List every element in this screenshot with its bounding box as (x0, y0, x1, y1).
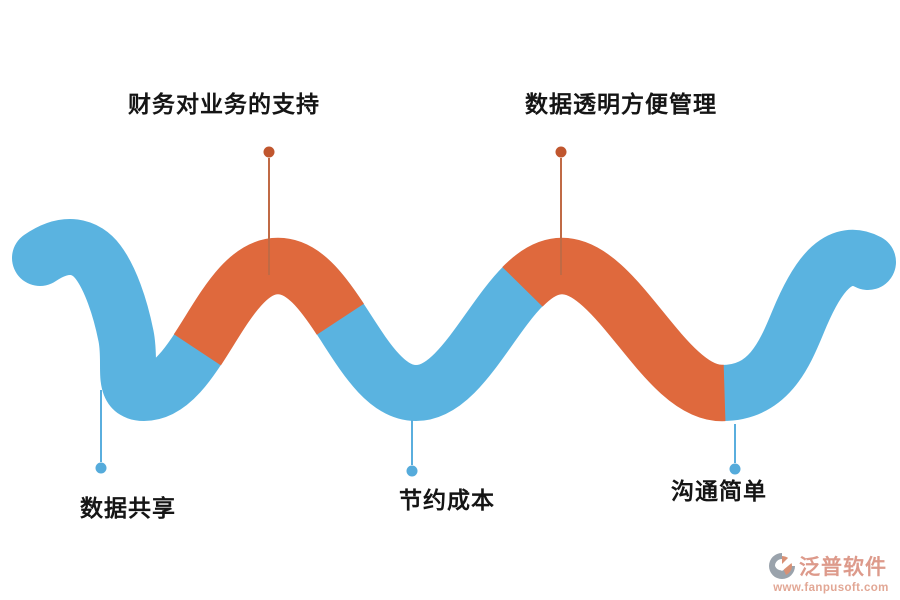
logo-swirl-icon (769, 553, 795, 579)
fanpu-logo: 泛普软件 www.fanpusoft.com (768, 551, 894, 594)
label-data-sharing: 数据共享 (80, 495, 176, 521)
callout-dot-bottom-1 (95, 462, 107, 474)
callout-dot-top-1 (263, 146, 275, 158)
label-simple-communication: 沟通简单 (671, 478, 767, 504)
label-cost-saving: 节约成本 (399, 487, 495, 513)
callout-dot-bottom-2 (406, 465, 418, 477)
logo-company-name: 泛普软件 (799, 556, 887, 579)
wave-tube-blue (12, 219, 896, 422)
callout-dot-top-2 (555, 146, 567, 158)
logo-website-url: www.fanpusoft.com (773, 582, 889, 594)
label-finance-support: 财务对业务的支持 (128, 91, 320, 117)
callout-dot-bottom-3 (729, 463, 741, 475)
label-data-transparency: 数据透明方便管理 (525, 91, 717, 117)
